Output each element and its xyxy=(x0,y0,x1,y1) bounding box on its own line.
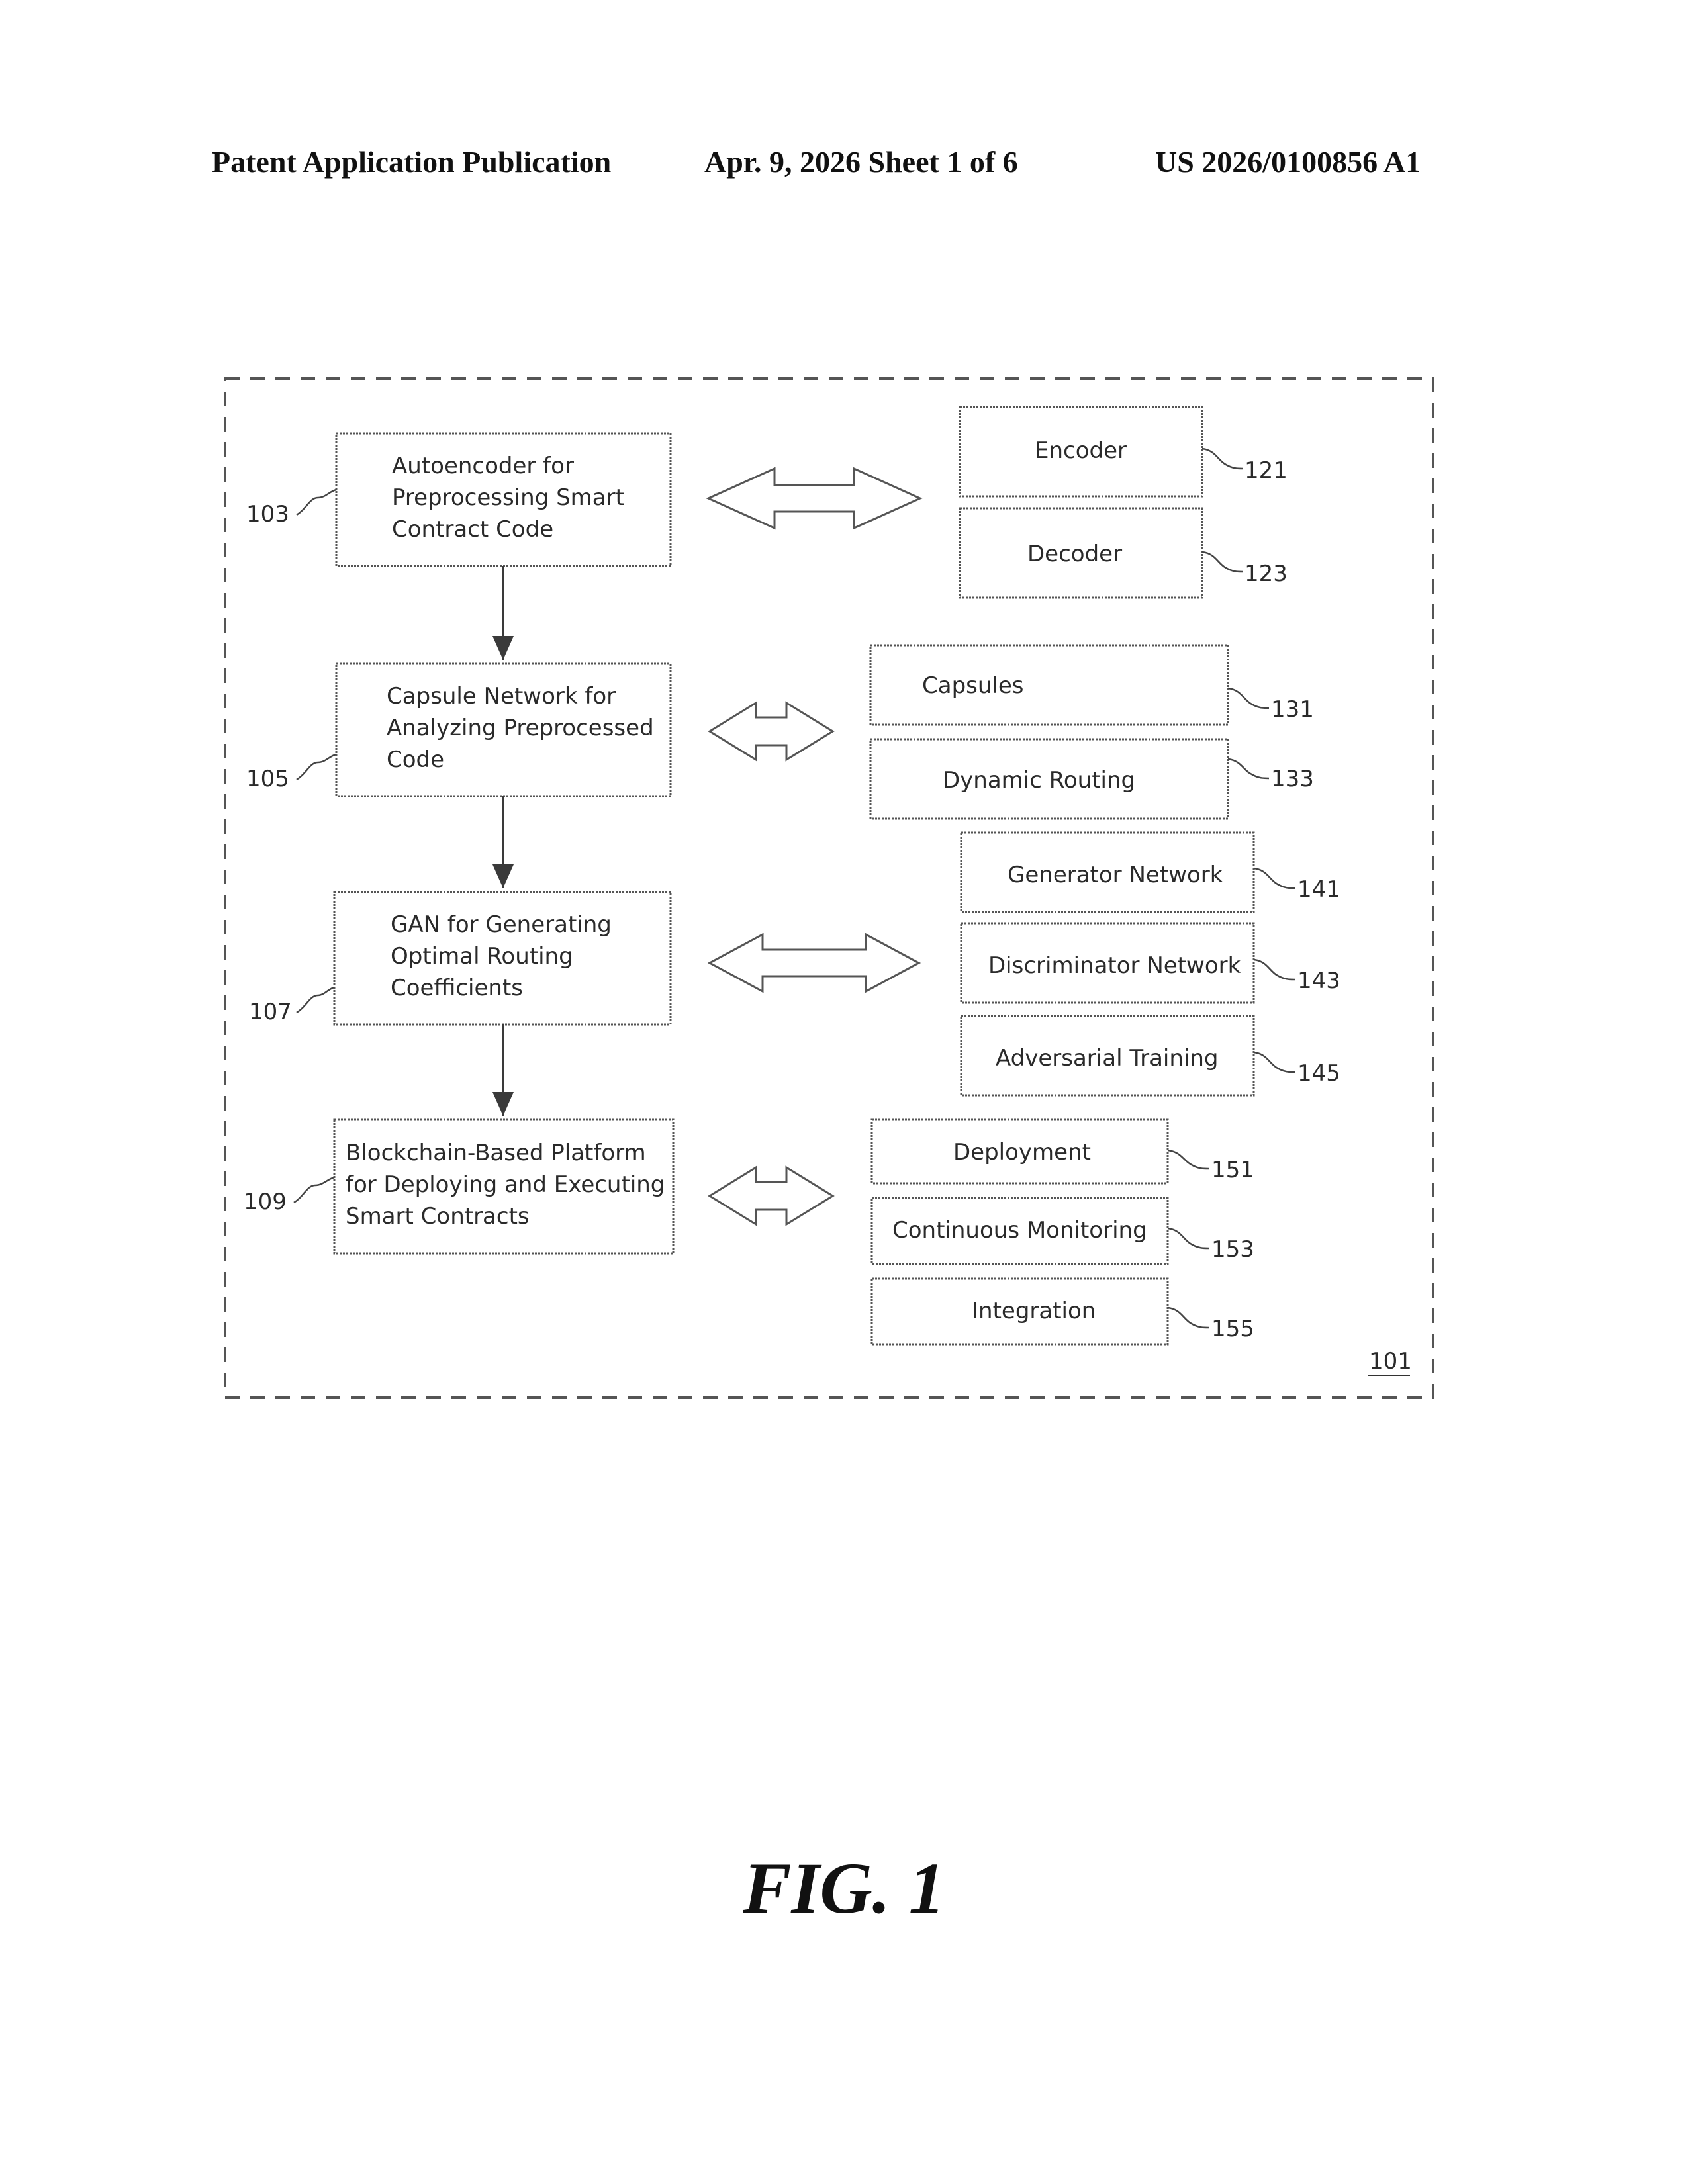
figure-label: FIG. 1 xyxy=(0,1846,1688,1931)
ref-label-121: 121 xyxy=(1244,457,1288,484)
ref-label-155: 155 xyxy=(1211,1316,1254,1342)
ref-label-133: 133 xyxy=(1271,766,1314,792)
ref-label-103: 103 xyxy=(246,501,289,527)
sub-block-capsules: Capsules xyxy=(870,645,1228,725)
main-block-capsule-network: Capsule Network for Analyzing Preprocess… xyxy=(336,664,671,796)
main-block-capsule-network-line-3: Code xyxy=(387,747,444,773)
sub-block-discriminator-network: Discriminator Network xyxy=(961,923,1254,1003)
ref-label-105: 105 xyxy=(246,766,289,792)
sub-block-decoder-label: Decoder xyxy=(1027,541,1122,567)
sub-block-deployment-label: Deployment xyxy=(953,1139,1091,1165)
leader-131 xyxy=(1228,688,1269,708)
ref-label-131: 131 xyxy=(1271,696,1314,723)
main-block-capsule-network-line-2: Analyzing Preprocessed xyxy=(387,715,654,741)
double-arrow-autoencoder xyxy=(708,469,920,528)
ref-label-141: 141 xyxy=(1297,876,1340,903)
sub-block-capsules-label: Capsules xyxy=(922,672,1024,699)
main-block-blockchain-platform: Blockchain-Based Platform for Deploying … xyxy=(334,1120,673,1253)
leader-133 xyxy=(1228,759,1269,778)
main-block-autoencoder: Autoencoder for Preprocessing Smart Cont… xyxy=(336,433,671,566)
leader-155 xyxy=(1168,1308,1209,1328)
main-block-blockchain-platform-line-3: Smart Contracts xyxy=(346,1203,530,1230)
ref-label-151: 151 xyxy=(1211,1157,1254,1183)
double-arrow-gan xyxy=(710,934,919,991)
sub-block-dynamic-routing-label: Dynamic Routing xyxy=(943,767,1135,794)
ref-label-143: 143 xyxy=(1297,968,1340,994)
main-block-capsule-network-line-1: Capsule Network for xyxy=(387,683,616,709)
sub-block-generator-network-label: Generator Network xyxy=(1008,862,1223,888)
leader-121 xyxy=(1202,449,1243,469)
sub-block-adversarial-training-label: Adversarial Training xyxy=(996,1045,1218,1071)
ref-label-107: 107 xyxy=(249,999,292,1025)
main-block-gan-line-3: Coefficients xyxy=(391,975,523,1001)
double-arrow-capsule xyxy=(710,703,833,760)
main-block-blockchain-platform-line-2: for Deploying and Executing xyxy=(346,1171,665,1198)
main-block-gan: GAN for Generating Optimal Routing Coeff… xyxy=(334,892,671,1024)
sub-block-encoder: Encoder xyxy=(960,407,1202,496)
sub-block-integration: Integration xyxy=(872,1279,1168,1345)
double-arrow-blockchain xyxy=(710,1167,833,1224)
ref-label-145: 145 xyxy=(1297,1060,1340,1087)
sub-block-dynamic-routing: Dynamic Routing xyxy=(870,739,1228,819)
sub-block-adversarial-training: Adversarial Training xyxy=(961,1016,1254,1095)
sub-block-deployment: Deployment xyxy=(872,1120,1168,1183)
main-block-gan-line-2: Optimal Routing xyxy=(391,943,573,970)
sub-block-decoder: Decoder xyxy=(960,508,1202,598)
main-block-gan-line-1: GAN for Generating xyxy=(391,911,612,938)
sub-block-continuous-monitoring-label: Continuous Monitoring xyxy=(892,1217,1147,1244)
leader-107 xyxy=(297,987,334,1013)
main-block-autoencoder-line-2: Preprocessing Smart xyxy=(392,484,624,511)
system-ref-label: 101 xyxy=(1369,1348,1412,1375)
sub-block-integration-label: Integration xyxy=(972,1298,1096,1324)
sub-block-continuous-monitoring: Continuous Monitoring xyxy=(872,1198,1168,1264)
sub-block-discriminator-network-label: Discriminator Network xyxy=(988,952,1241,979)
leader-123 xyxy=(1202,552,1243,572)
leader-103 xyxy=(297,490,336,515)
leader-105 xyxy=(297,754,336,780)
main-block-autoencoder-line-1: Autoencoder for xyxy=(392,453,574,479)
ref-label-109: 109 xyxy=(244,1189,287,1215)
leader-151 xyxy=(1168,1150,1209,1169)
sub-block-generator-network: Generator Network xyxy=(961,833,1254,912)
leader-109 xyxy=(294,1177,334,1203)
ref-label-123: 123 xyxy=(1244,561,1288,587)
ref-label-153: 153 xyxy=(1211,1236,1254,1263)
leader-141 xyxy=(1254,868,1295,888)
leader-145 xyxy=(1254,1052,1295,1072)
main-block-autoencoder-line-3: Contract Code xyxy=(392,516,553,543)
leader-143 xyxy=(1254,960,1295,979)
main-block-blockchain-platform-line-1: Blockchain-Based Platform xyxy=(346,1140,646,1166)
leader-153 xyxy=(1168,1228,1209,1248)
sub-block-encoder-label: Encoder xyxy=(1035,437,1127,464)
